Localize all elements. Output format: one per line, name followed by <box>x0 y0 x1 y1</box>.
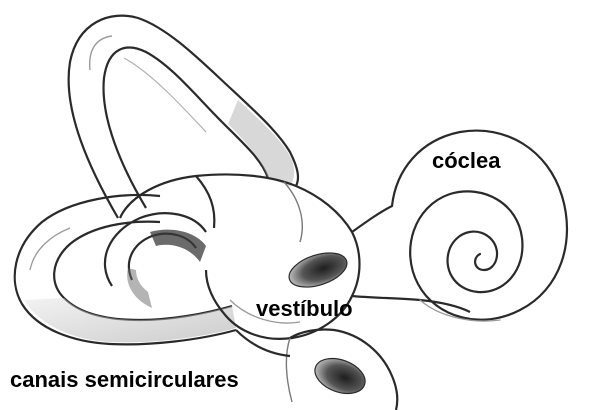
semicircular-canals-label: canais semicirculares <box>10 369 239 391</box>
vestibule-label: vestíbulo <box>256 298 353 320</box>
cochlea-label: cóclea <box>432 150 501 172</box>
